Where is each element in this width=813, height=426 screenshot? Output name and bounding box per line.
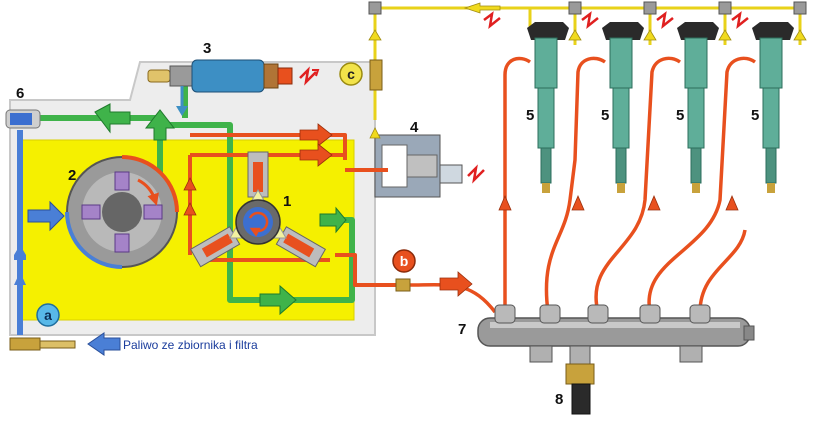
yellow-arrows (368, 2, 807, 139)
label-8: 8 (555, 391, 563, 408)
badge-c: c (339, 62, 363, 86)
pressure-valve-4 (345, 134, 485, 198)
pressure-sensor-8 (565, 345, 595, 415)
feed-pump-2 (65, 155, 179, 269)
label-7: 7 (458, 321, 466, 338)
pump-housing (9, 61, 376, 336)
injector-1 (527, 22, 569, 193)
injector-3 (677, 22, 719, 193)
valve-6 (5, 109, 41, 129)
badge-b: b (392, 249, 416, 273)
common-rail-7 (477, 304, 755, 363)
orange-flow-arrows (183, 123, 333, 216)
return-fittings (368, 1, 807, 15)
valve-signal-icon (467, 164, 485, 184)
supply-arrow-into-pump (27, 200, 65, 232)
label-5-d: 5 (751, 107, 759, 124)
label-1: 1 (283, 193, 291, 210)
label-5-a: 5 (526, 107, 534, 124)
label-5-c: 5 (676, 107, 684, 124)
label-2: 2 (68, 167, 76, 184)
svg-text:a: a (44, 307, 52, 323)
label-4: 4 (410, 119, 419, 136)
label-6: 6 (16, 85, 24, 102)
green-arrows (94, 103, 347, 316)
fuel-inlet-caption: Paliwo ze zbiornika i filtra (123, 338, 258, 352)
inlet-arrow (87, 332, 121, 356)
injectors (527, 22, 794, 193)
rail-inlet-fitting (395, 278, 411, 292)
rail-flow-arrows (439, 194, 739, 297)
svg-text:b: b (400, 253, 409, 269)
label-5-b: 5 (601, 107, 609, 124)
electrical-signal-icon (299, 66, 317, 86)
hp-injector-lines (407, 56, 757, 314)
label-3: 3 (203, 40, 211, 57)
injector-2 (602, 22, 644, 193)
badge-a: a (36, 303, 60, 327)
injector-signal-icons (483, 11, 749, 30)
supply-line (14, 130, 65, 335)
hp-pump-1 (189, 151, 327, 268)
metering-unit-3 (147, 59, 293, 116)
signal-arrowhead-icon (312, 69, 320, 77)
inlet-fitting (9, 332, 121, 356)
injector-4 (752, 22, 794, 193)
return-connector (369, 59, 383, 91)
svg-text:c: c (347, 66, 355, 82)
